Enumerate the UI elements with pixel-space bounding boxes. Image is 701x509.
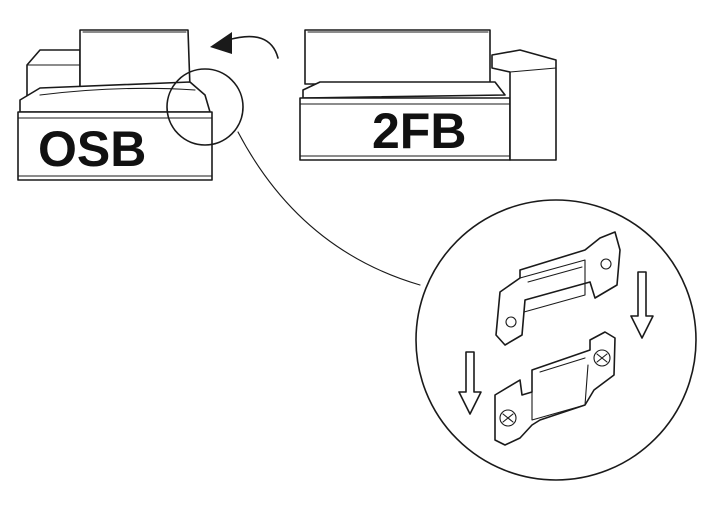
magnifier-circle-large [415, 199, 697, 481]
lower-connector-bracket [494, 331, 616, 446]
magnifier-circle-small [166, 68, 244, 146]
sofa-module-2fb: 2FB [299, 29, 557, 161]
leader-line [237, 131, 421, 286]
upper-connector-bracket [495, 231, 621, 346]
label-osb: OSB [38, 121, 146, 177]
label-2fb: 2FB [372, 103, 466, 159]
sofa-module-osb: OSB [17, 29, 213, 181]
arrow-down-icon [458, 271, 654, 415]
curved-arrow-left-icon [210, 32, 279, 59]
